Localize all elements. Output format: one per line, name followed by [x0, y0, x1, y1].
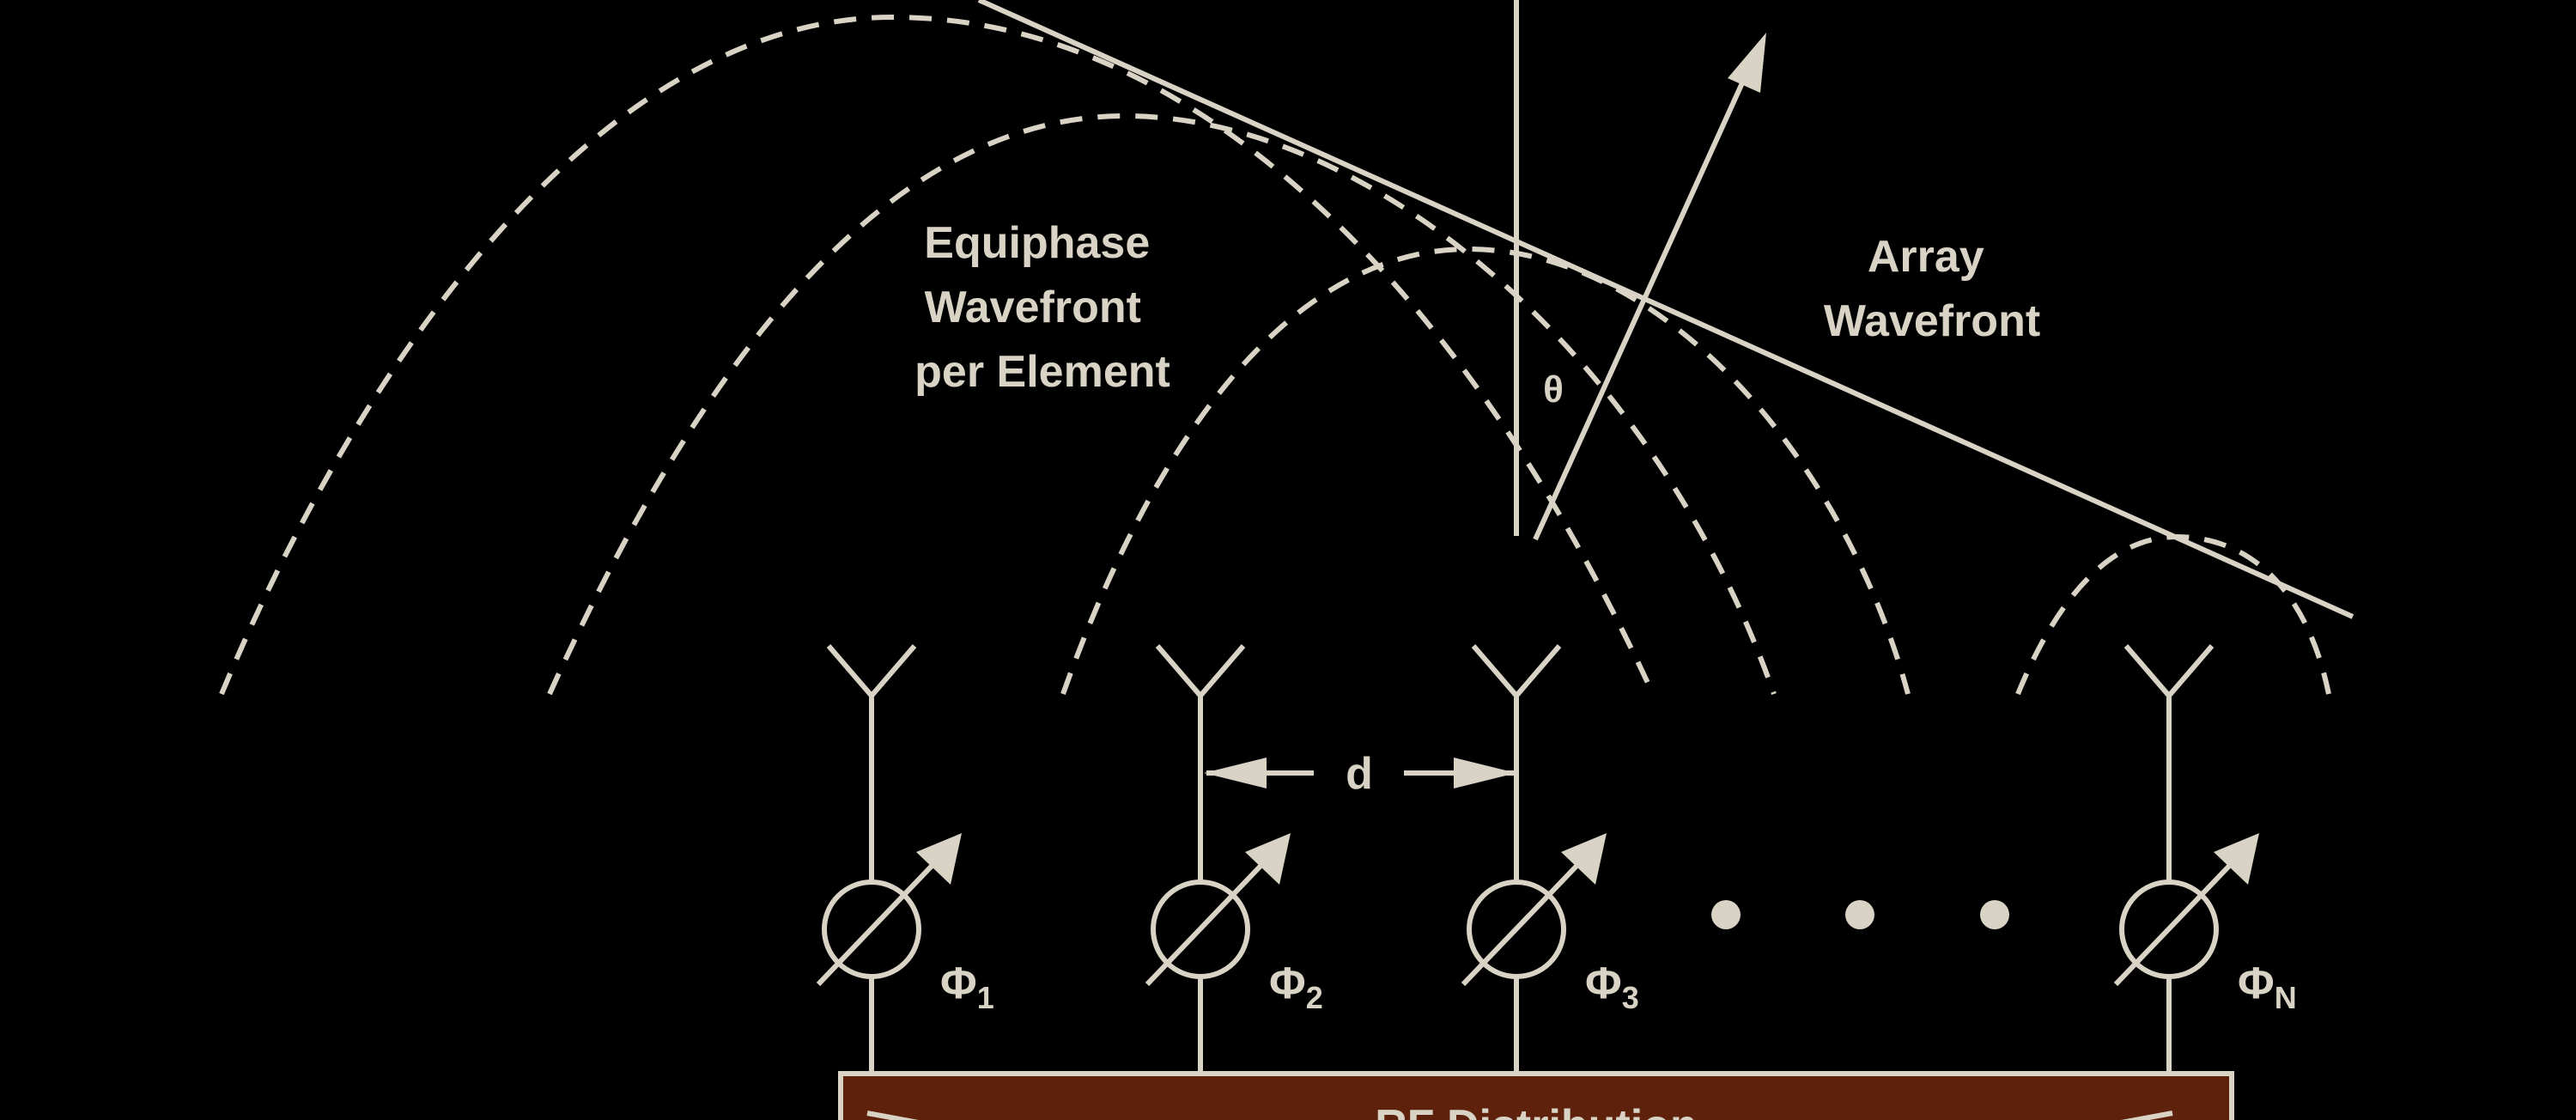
phase-index: 3	[1622, 980, 1639, 1015]
beam-direction-arrow	[1533, 33, 1766, 541]
wavefront-arc	[219, 14, 1656, 696]
continuation-dot	[1980, 900, 2009, 929]
antenna-icon	[1155, 644, 1246, 697]
phase-label: Φ1	[940, 959, 994, 1015]
wavefront-arc	[2015, 533, 2331, 696]
phase-shifter-icon	[2113, 833, 2259, 987]
spacing-label: d	[1346, 749, 1373, 799]
phase-label: ΦN	[2238, 959, 2297, 1015]
equiphase-wavefront-label: Equiphase Wavefront per Element	[914, 218, 1170, 397]
continuation-dot	[1845, 900, 1874, 929]
spacing-dimension: d	[1204, 749, 1516, 799]
phase-index: 1	[977, 980, 994, 1015]
phase-index: N	[2275, 980, 2297, 1015]
equiphase-line-2: Wavefront	[925, 283, 1141, 332]
antenna-icon	[1471, 644, 1562, 697]
phase-symbol: Φ	[1585, 959, 1622, 1008]
antenna-element: Φ3	[1461, 644, 1639, 1075]
array-wavefront-line-1: Array	[1868, 232, 1984, 282]
element-wavefronts	[219, 14, 2331, 696]
phase-label: Φ3	[1585, 959, 1639, 1015]
continuation-dots	[1711, 900, 2009, 929]
antenna-icon	[826, 644, 917, 697]
antenna-element: Φ2	[1145, 644, 1323, 1075]
wavefront-arc	[547, 113, 1777, 696]
antenna-element: ΦN	[2113, 644, 2297, 1075]
continuation-dot	[1711, 900, 1741, 929]
equiphase-line-1: Equiphase	[924, 218, 1150, 268]
phase-index: 2	[1306, 980, 1323, 1015]
array-wavefront-line	[977, 0, 2354, 619]
antenna-icon	[2123, 644, 2215, 697]
array-wavefront-line-2: Wavefront	[1824, 296, 2040, 346]
phase-symbol: Φ	[2238, 959, 2275, 1008]
phase-shifter-icon	[1461, 833, 1607, 987]
rf-distribution-label: RF Distribution	[1375, 1101, 1698, 1120]
rf-distribution-box: RF Distribution	[838, 1071, 2234, 1120]
antenna-element: Φ1	[816, 644, 994, 1075]
array-wavefront-label: Array Wavefront	[1824, 232, 2040, 346]
theta-label: θ	[1543, 368, 1564, 411]
phase-symbol: Φ	[940, 959, 977, 1008]
phase-shifter-icon	[816, 833, 962, 987]
phase-symbol: Φ	[1269, 959, 1306, 1008]
phase-label: Φ2	[1269, 959, 1323, 1015]
equiphase-line-3: per Element	[914, 347, 1170, 397]
wavefront-arc	[1060, 246, 1911, 696]
phase-shifter-icon	[1145, 833, 1291, 987]
